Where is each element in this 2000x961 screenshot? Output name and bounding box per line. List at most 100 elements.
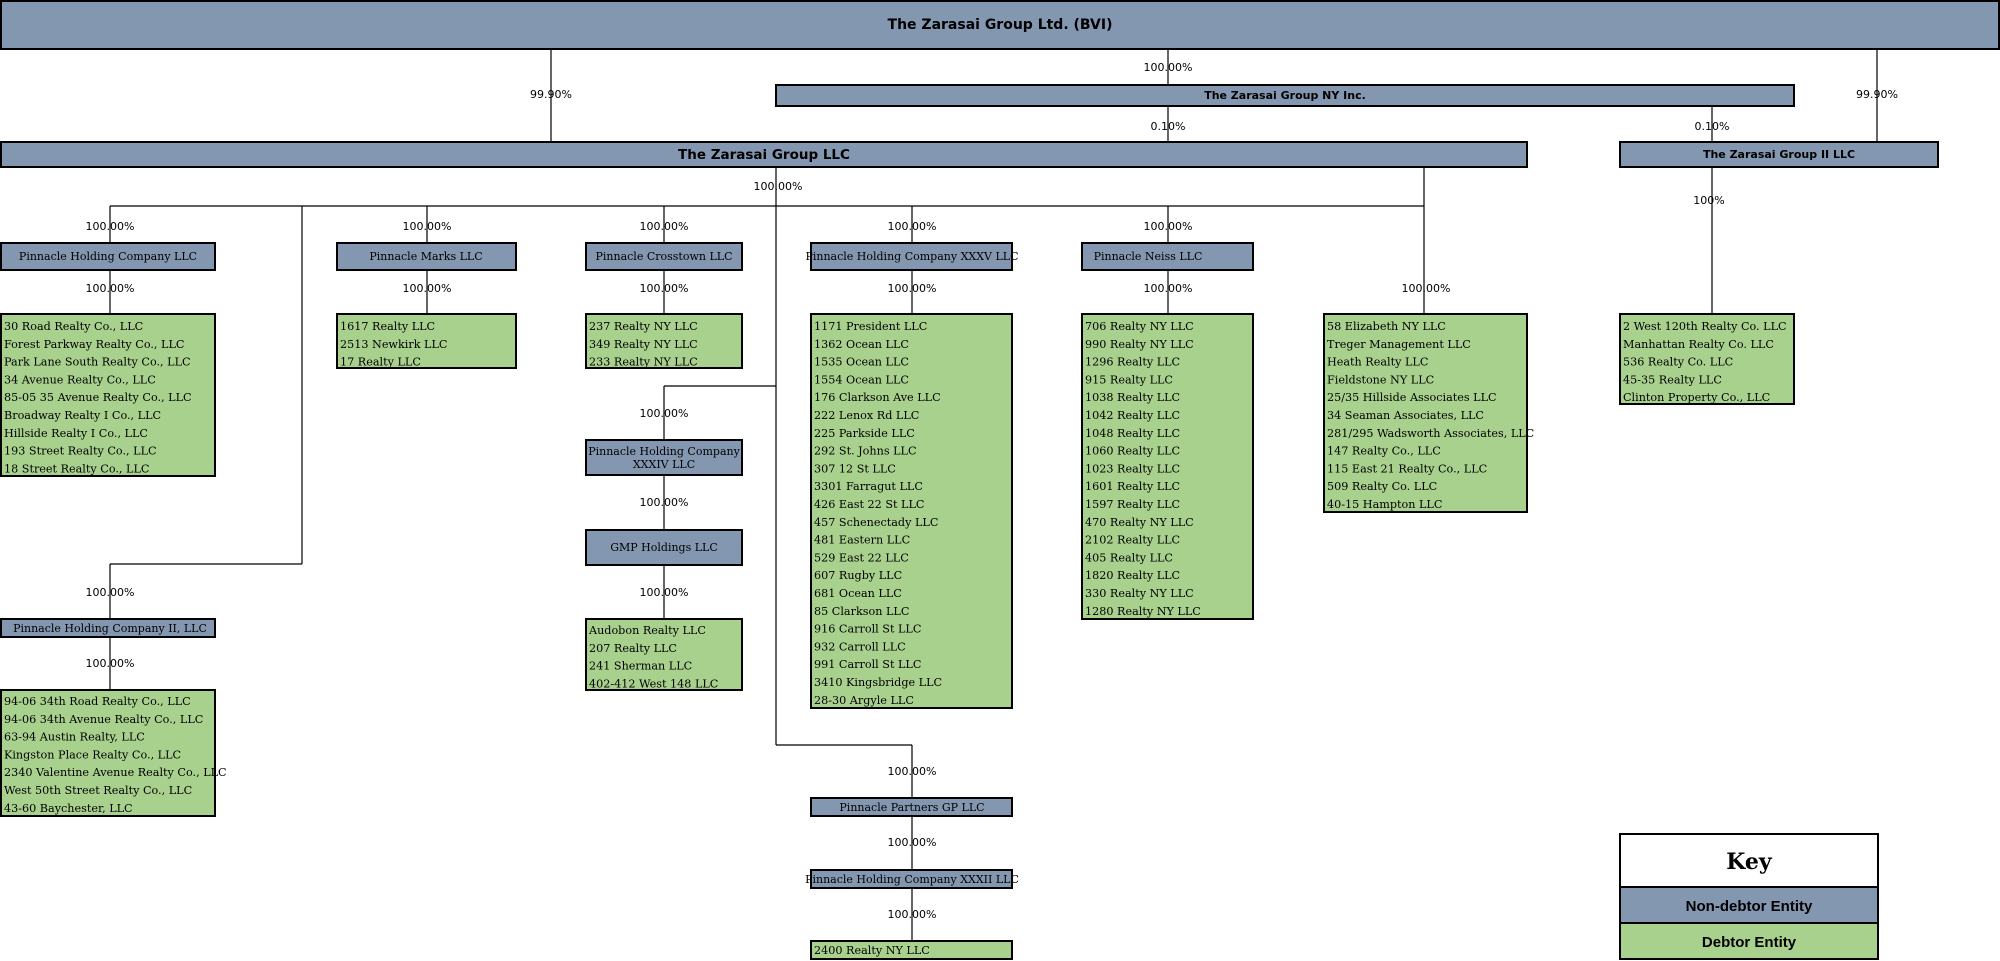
debtor-entity-item: 3410 Kingsbridge LLC bbox=[814, 676, 942, 689]
debtor-entity-item: 1296 Realty LLC bbox=[1085, 356, 1180, 369]
debtor-entity-item: 990 Realty NY LLC bbox=[1085, 338, 1194, 351]
pct-llc-neiss: 100.00% bbox=[1144, 220, 1193, 233]
debtor-list-neiss-text: 706 Realty NY LLC 990 Realty NY LLC 1296 R… bbox=[1085, 320, 1201, 618]
debtor-box-neiss bbox=[1081, 313, 1254, 620]
debtor-box-xxxv bbox=[810, 313, 1013, 709]
entity-box-pinnacle-xxxv bbox=[810, 242, 1013, 271]
legend-debtor-swatch bbox=[1619, 922, 1879, 960]
debtor-entity-item: 1601 Realty LLC bbox=[1085, 480, 1180, 493]
debtor-box-direct bbox=[1323, 313, 1528, 513]
entity-box-bvi bbox=[0, 0, 2000, 50]
debtor-entity-item: 457 Schenectady LLC bbox=[814, 516, 938, 529]
entity-box-pinnacle-xxxii bbox=[810, 869, 1013, 889]
pct-marks-list: 100.00% bbox=[403, 282, 452, 295]
debtor-box-crosstown bbox=[585, 313, 743, 369]
pct-holding-list: 100.00% bbox=[86, 282, 135, 295]
debtor-entity-item: 706 Realty NY LLC bbox=[1085, 320, 1194, 333]
pct-llc-xxxv: 100.00% bbox=[888, 220, 937, 233]
debtor-entity-item: 349 Realty NY LLC bbox=[589, 338, 698, 351]
pct-xxxv-list: 100.00% bbox=[888, 282, 937, 295]
debtor-entity-item: 607 Rugby LLC bbox=[814, 569, 902, 582]
entity-ny-inc: The Zarasai Group NY Inc. bbox=[1204, 89, 1366, 102]
pct-ii-list: 100% bbox=[1693, 194, 1724, 207]
debtor-entity-item: Audobon Realty LLC bbox=[588, 624, 706, 637]
pct-pinnacle-ii-list: 100.00% bbox=[86, 657, 135, 670]
debtor-entity-item: 34 Seaman Associates, LLC bbox=[1327, 409, 1484, 422]
entity-box-ny-inc bbox=[775, 84, 1795, 107]
debtor-entity-item: 2 West 120th Realty Co. LLC bbox=[1623, 320, 1787, 333]
debtor-entity-item: 292 St. Johns LLC bbox=[814, 445, 917, 458]
debtor-entity-item: 1048 Realty LLC bbox=[1085, 427, 1180, 440]
debtor-entity-item: 529 East 22 LLC bbox=[814, 551, 909, 564]
entity-box-pinnacle-ii bbox=[0, 618, 216, 638]
pct-gmp-list: 100.00% bbox=[640, 586, 689, 599]
pct-llc-total: 100.00% bbox=[754, 180, 803, 193]
debtor-entity-item: 30 Road Realty Co., LLC bbox=[4, 320, 143, 333]
legend-key-header-box bbox=[1619, 833, 1879, 888]
pct-bvi-nyinc: 100.00% bbox=[1144, 61, 1193, 74]
debtor-list-xxxii-text: 2400 Realty NY LLC bbox=[814, 944, 930, 957]
pct-bvi-llc: 99.90% bbox=[530, 88, 572, 101]
debtor-entity-item: Clinton Property Co., LLC bbox=[1623, 391, 1770, 404]
debtor-entity-item: 147 Realty Co., LLC bbox=[1327, 445, 1441, 458]
connector-lines bbox=[109, 49, 1878, 941]
debtor-entity-item: 307 12 St LLC bbox=[814, 462, 896, 475]
entity-box-gmp bbox=[585, 529, 743, 566]
pct-nyinc-ii: 0.10% bbox=[1695, 120, 1730, 133]
debtor-entity-item: 536 Realty Co. LLC bbox=[1623, 356, 1733, 369]
entity-pinnacle-xxxiv-line1: Pinnacle Holding Company bbox=[588, 445, 740, 458]
entity-pinnacle-neiss: Pinnacle Neiss LLC bbox=[1094, 250, 1203, 263]
debtor-entity-item: Park Lane South Realty Co., LLC bbox=[4, 356, 191, 369]
entity-pinnacle-xxxiv-line2: XXXIV LLC bbox=[633, 458, 695, 471]
pct-bvi-ii: 99.90% bbox=[1856, 88, 1898, 101]
debtor-entity-item: 405 Realty LLC bbox=[1085, 551, 1173, 564]
debtor-entity-item: 470 Realty NY LLC bbox=[1085, 516, 1194, 529]
entity-box-pinnacle-xxxiv bbox=[585, 439, 743, 476]
debtor-entity-item: 1038 Realty LLC bbox=[1085, 391, 1180, 404]
debtor-list-neiss: 706 Realty NY LLC 990 Realty NY LLC 1296 R… bbox=[1081, 313, 1254, 620]
legend-key-title: Key bbox=[1726, 849, 1773, 875]
debtor-entity-item: 94-06 34th Avenue Realty Co., LLC bbox=[4, 713, 203, 726]
debtor-entity-item: 1023 Realty LLC bbox=[1085, 462, 1180, 475]
legend-key: Key Non-debtor Entity Debtor Entity bbox=[1619, 833, 1879, 960]
debtor-entity-item: 991 Carroll St LLC bbox=[814, 658, 921, 671]
debtor-entity-item: 916 Carroll St LLC bbox=[814, 623, 921, 636]
debtor-entity-item: 932 Carroll LLC bbox=[814, 640, 906, 653]
entity-partners-gp: Pinnacle Partners GP LLC bbox=[839, 801, 984, 814]
debtor-entity-item: 1535 Ocean LLC bbox=[814, 356, 909, 369]
debtor-entity-item: 3301 Farragut LLC bbox=[814, 480, 923, 493]
debtor-entity-item: 2102 Realty LLC bbox=[1085, 534, 1180, 547]
debtor-entity-item: Fieldstone NY LLC bbox=[1327, 373, 1434, 386]
entity-box-pinnacle-holding bbox=[0, 242, 216, 271]
legend-debtor-label: Debtor Entity bbox=[1702, 934, 1797, 951]
debtor-box-xxxii bbox=[810, 940, 1013, 960]
debtor-entity-item: 25/35 Hillside Associates LLC bbox=[1327, 391, 1497, 404]
entity-llc: The Zarasai Group LLC bbox=[678, 147, 850, 163]
legend-non-debtor-label: Non-debtor Entity bbox=[1686, 898, 1813, 915]
debtor-entity-item: 237 Realty NY LLC bbox=[589, 320, 698, 333]
debtor-entity-item: Hillside Realty I Co., LLC bbox=[4, 427, 148, 440]
entity-pinnacle-crosstown: Pinnacle Crosstown LLC bbox=[596, 250, 733, 263]
debtor-entity-item: 281/295 Wadsworth Associates, LLC bbox=[1327, 427, 1534, 440]
entity-box-llc bbox=[0, 141, 1528, 168]
debtor-entity-item: 1617 Realty LLC bbox=[340, 320, 435, 333]
entity-box-pinnacle-neiss bbox=[1081, 242, 1254, 271]
debtor-entity-item: 176 Clarkson Ave LLC bbox=[814, 391, 941, 404]
debtor-entity-item: 85 Clarkson LLC bbox=[814, 605, 909, 618]
debtor-entity-item: 17 Realty LLC bbox=[340, 356, 421, 369]
debtor-entity-item: 207 Realty LLC bbox=[589, 642, 677, 655]
debtor-entity-item: 681 Ocean LLC bbox=[814, 587, 902, 600]
debtor-entity-item: 193 Street Realty Co., LLC bbox=[4, 445, 157, 458]
debtor-entity-item: 915 Realty LLC bbox=[1085, 373, 1173, 386]
